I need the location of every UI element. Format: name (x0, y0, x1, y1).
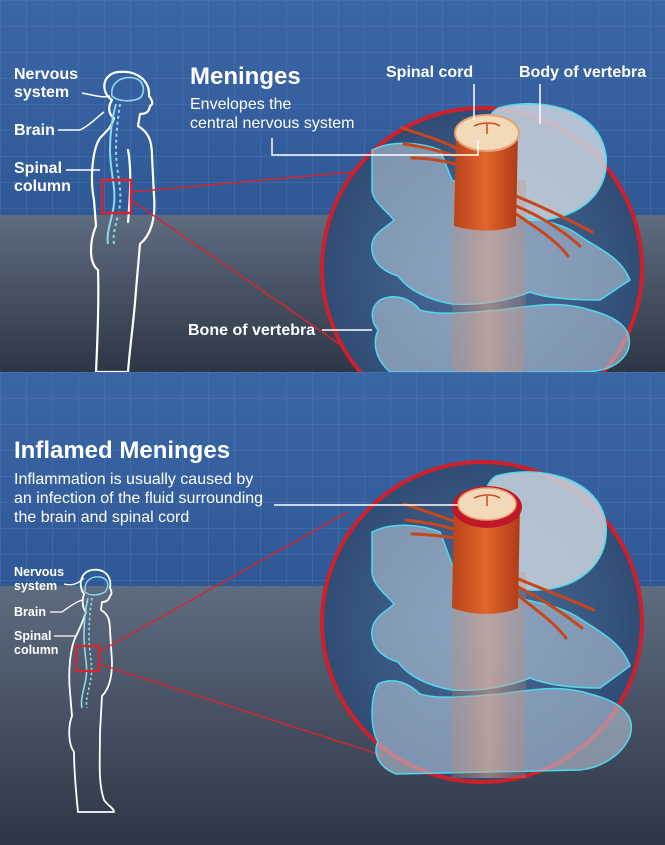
meninges-description: Envelopes the central nervous system (190, 95, 390, 133)
normal-meninges-illustration (0, 0, 665, 372)
brain-label: Brain (14, 605, 64, 619)
nervous-system-label: Nervous system (14, 66, 104, 102)
inflamed-meninges-panel: Inflamed Meninges Inflammation is usuall… (0, 372, 665, 845)
normal-meninges-panel: Nervous system Brain Spinal column Menin… (0, 0, 665, 372)
spinal-column-label: Spinal column (14, 629, 74, 657)
meninges-title: Meninges (190, 64, 350, 90)
spinal-column-label: Spinal column (14, 160, 84, 196)
spinal-cord-label: Spinal cord (386, 64, 496, 82)
inflamed-meninges-title: Inflamed Meninges (14, 438, 314, 464)
bone-of-vertebra-label: Bone of vertebra (188, 322, 328, 340)
zoom-circle (322, 462, 642, 782)
brain-label: Brain (14, 122, 74, 140)
inflamed-meninges-description: Inflammation is usually caused by an inf… (14, 470, 284, 527)
nervous-system-label: Nervous system (14, 565, 84, 593)
body-of-vertebra-label: Body of vertebra (519, 64, 665, 82)
